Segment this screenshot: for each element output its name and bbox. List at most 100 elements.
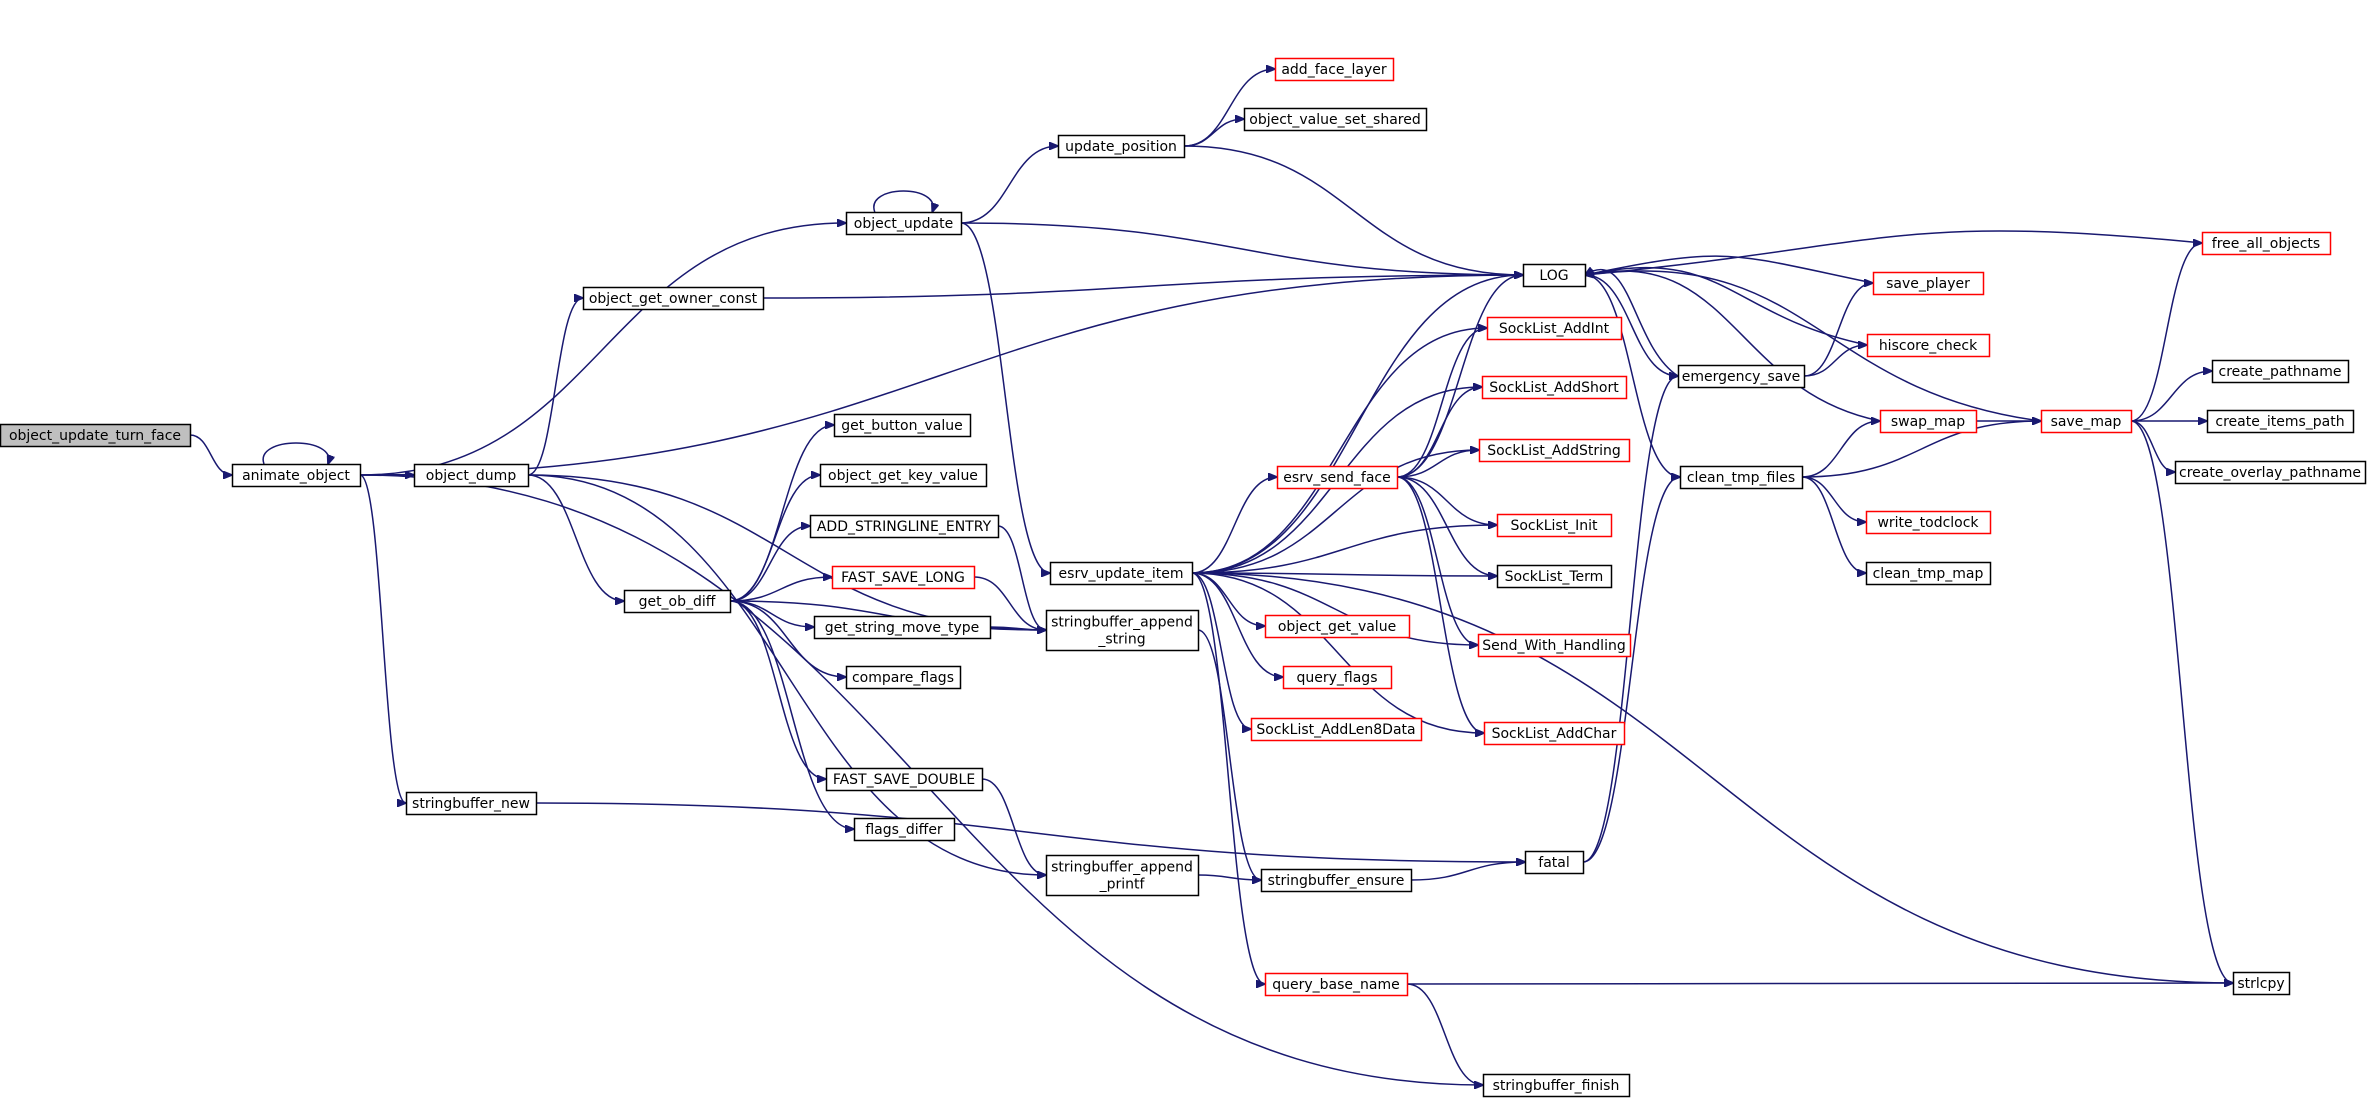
node-SockList_Term[interactable]: SockList_Term (1496, 564, 1613, 589)
node-box (623, 589, 732, 614)
edge-get_ob_diff-to-get_button_value (729, 425, 834, 602)
node-label: object_get_value (1278, 619, 1396, 635)
edge-emergency_save-to-hiscore_check (1803, 345, 1867, 377)
node-stringbuffer_finish[interactable]: stringbuffer_finish (1482, 1073, 1631, 1098)
node-box (2201, 231, 2332, 256)
node-box (1496, 564, 1613, 589)
node-ADD_STRINGLINE_ENTRY[interactable]: ADD_STRINGLINE_ENTRY (809, 514, 1000, 539)
node-label: animate_object (242, 468, 350, 484)
edge-query_base_name-to-strlcpy (1406, 983, 2233, 984)
node-stringbuffer_ensure[interactable]: stringbuffer_ensure (1260, 868, 1413, 893)
node-label: SockList_AddInt (1499, 321, 1610, 337)
edge-save_map-to-free_all_objects (2130, 243, 2202, 422)
edge-esrv_update_item-to-SockList_AddInt (1191, 328, 1487, 574)
edge-stringbuffer_new-to-fatal (535, 802, 1525, 862)
node-object_get_key_value[interactable]: object_get_key_value (819, 463, 988, 488)
node-box (819, 463, 988, 488)
node-FAST_SAVE_LONG[interactable]: FAST_SAVE_LONG (831, 565, 976, 590)
node-label: hiscore_check (1879, 338, 1978, 354)
edge-animate_object-to-LOG (359, 275, 1523, 476)
node-box (1866, 333, 1991, 358)
node-query_base_name[interactable]: query_base_name (1264, 972, 1409, 997)
node-stringbuffer_append_printf[interactable]: stringbuffer_append_printf (1045, 854, 1200, 897)
node-get_string_move_type[interactable]: get_string_move_type (813, 615, 992, 640)
edge-update_position-to-object_value_set_shared (1183, 119, 1244, 147)
node-box (1483, 721, 1626, 746)
node-label: clean_tmp_files (1687, 470, 1795, 486)
node-label: FAST_SAVE_DOUBLE (833, 772, 975, 788)
node-animate_object[interactable]: animate_object (231, 463, 362, 488)
edge-esrv_update_item-to-SockList_Term (1191, 573, 1497, 576)
node-label: fatal (1538, 855, 1569, 871)
node-SockList_AddChar[interactable]: SockList_AddChar (1483, 721, 1626, 746)
edge-LOG-to-emergency_save (1584, 274, 1678, 376)
node-SockList_Init[interactable]: SockList_Init (1496, 513, 1613, 538)
node-add_face_layer[interactable]: add_face_layer (1274, 57, 1395, 82)
node-box (405, 791, 538, 816)
node-esrv_send_face[interactable]: esrv_send_face (1276, 465, 1399, 490)
node-get_ob_diff[interactable]: get_ob_diff (623, 589, 732, 614)
node-object_value_set_shared[interactable]: object_value_set_shared (1243, 107, 1428, 132)
node-save_map[interactable]: save_map (2040, 409, 2133, 434)
node-FAST_SAVE_DOUBLE[interactable]: FAST_SAVE_DOUBLE (825, 767, 984, 792)
edge-clean_tmp_files-to-write_todclock (1801, 476, 1866, 522)
node-label: strlcpy (2237, 976, 2284, 992)
node-create_pathname[interactable]: create_pathname (2211, 359, 2350, 384)
node-SockList_AddInt[interactable]: SockList_AddInt (1486, 316, 1623, 341)
node-SockList_AddString[interactable]: SockList_AddString (1478, 438, 1631, 463)
node-box (413, 463, 530, 488)
node-object_update_turn_face[interactable]: object_update_turn_face (0, 423, 192, 448)
node-box (1264, 972, 1409, 997)
node-box (809, 514, 1000, 539)
node-get_button_value[interactable]: get_button_value (833, 413, 972, 438)
node-compare_flags[interactable]: compare_flags (845, 665, 962, 690)
node-box (1677, 364, 1806, 389)
node-label: LOG (1539, 268, 1568, 284)
edge-stringbuffer_append_printf-to-stringbuffer_ensure (1197, 874, 1261, 880)
node-label: object_update (854, 216, 953, 232)
node-SockList_AddLen8Data[interactable]: SockList_AddLen8Data (1250, 717, 1423, 742)
node-SockList_AddShort[interactable]: SockList_AddShort (1481, 375, 1628, 400)
edge-object_dump-to-stringbuffer_append_printf (527, 474, 1046, 875)
node-label: stringbuffer_ensure (1268, 873, 1405, 889)
node-object_get_owner_const[interactable]: object_get_owner_const (582, 286, 765, 311)
node-hiscore_check[interactable]: hiscore_check (1866, 333, 1991, 358)
node-flags_differ[interactable]: flags_differ (853, 817, 956, 842)
node-emergency_save[interactable]: emergency_save (1677, 364, 1806, 389)
node-esrv_update_item[interactable]: esrv_update_item (1049, 561, 1194, 586)
node-fatal[interactable]: fatal (1524, 850, 1585, 875)
edge-hiscore_check-to-LOG (1585, 266, 1868, 346)
node-box (1482, 1073, 1631, 1098)
node-box (231, 463, 362, 488)
node-clean_tmp_files[interactable]: clean_tmp_files (1679, 465, 1804, 490)
node-label: save_map (2051, 414, 2122, 430)
node-create_overlay_pathname[interactable]: create_overlay_pathname (2174, 460, 2367, 485)
node-stringbuffer_new[interactable]: stringbuffer_new (405, 791, 538, 816)
edge-animate_object-to-object_update (359, 223, 846, 476)
node-LOG[interactable]: LOG (1522, 263, 1587, 288)
node-update_position[interactable]: update_position (1057, 134, 1186, 159)
node-free_all_objects[interactable]: free_all_objects (2201, 231, 2332, 256)
node-write_todclock[interactable]: write_todclock (1865, 510, 1992, 535)
node-stringbuffer_append_string[interactable]: stringbuffer_append_string (1045, 609, 1200, 652)
node-box (845, 665, 962, 690)
node-swap_map[interactable]: swap_map (1879, 409, 1978, 434)
node-object_update[interactable]: object_update (845, 211, 963, 236)
node-label: update_position (1065, 139, 1177, 155)
node-box (825, 767, 984, 792)
node-object_get_value[interactable]: object_get_value (1264, 614, 1411, 639)
node-query_flags[interactable]: query_flags (1282, 665, 1393, 690)
edge-FAST_SAVE_DOUBLE-to-stringbuffer_append_printf (981, 778, 1046, 875)
node-box (1481, 375, 1628, 400)
node-Send_With_Handling[interactable]: Send_With_Handling (1477, 633, 1632, 658)
edge-emergency_save-to-save_player (1803, 283, 1873, 377)
node-create_items_path[interactable]: create_items_path (2206, 409, 2355, 434)
node-object_dump[interactable]: object_dump (413, 463, 530, 488)
edges-layer (189, 69, 2233, 1085)
edge-object_update-to-esrv_update_item (960, 222, 1050, 573)
node-label: flags_differ (865, 822, 943, 838)
node-strlcpy[interactable]: strlcpy (2232, 971, 2291, 996)
node-clean_tmp_map[interactable]: clean_tmp_map (1865, 561, 1992, 586)
node-save_player[interactable]: save_player (1872, 271, 1985, 296)
node-label: emergency_save (1682, 369, 1801, 385)
